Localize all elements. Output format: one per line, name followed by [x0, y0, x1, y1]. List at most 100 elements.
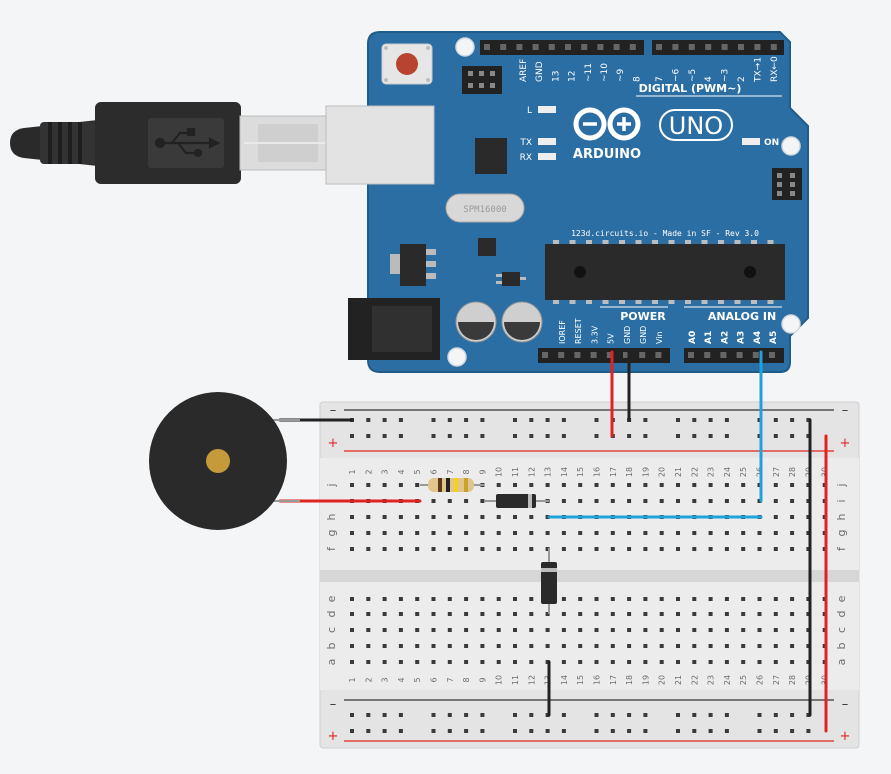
- row-letter: i: [835, 499, 848, 502]
- rail-minus-label: –: [842, 697, 849, 712]
- column-number: 15: [576, 467, 585, 477]
- digital-pin-label: ~10: [600, 63, 610, 82]
- column-number: 17: [609, 675, 618, 685]
- row-letter: h: [835, 513, 848, 520]
- digital-pin-label: RX←0: [770, 56, 780, 82]
- power-pin-label: IOREF: [558, 320, 567, 344]
- column-number: 20: [658, 675, 667, 685]
- column-number: 7: [446, 677, 455, 682]
- column-number: 18: [625, 675, 634, 685]
- column-number: 27: [772, 675, 781, 685]
- column-number: 1: [348, 677, 357, 682]
- analog-pin-label: A1: [704, 331, 714, 344]
- on-led-label: ON: [764, 138, 779, 148]
- piezo-buzzer[interactable]: [149, 392, 300, 530]
- silkscreen-text: 123d.circuits.io - Made in SF - Rev 3.0: [571, 229, 759, 238]
- status-leds: [538, 106, 760, 160]
- column-number: 22: [690, 675, 699, 685]
- on-led: [742, 138, 760, 145]
- diode-vertical[interactable]: [541, 548, 557, 614]
- column-number: 19: [641, 467, 650, 477]
- column-number: 27: [772, 467, 781, 477]
- arduino-uno-board: SPM16000 L T: [325, 31, 809, 373]
- model-badge: [659, 109, 733, 141]
- column-number: 5: [413, 677, 422, 682]
- column-number: 19: [641, 675, 650, 685]
- power-pin-label: 5V: [607, 333, 616, 344]
- usb-chip: [475, 138, 507, 174]
- power-pin-label: 3.3V: [590, 325, 599, 344]
- row-letter: b: [835, 642, 848, 649]
- analog-pin-label: A0: [688, 331, 698, 344]
- digital-header-label: DIGITAL (PWM~): [639, 82, 742, 95]
- analog-pin-label: A2: [720, 331, 730, 344]
- digital-pin-label: TX→1: [753, 57, 763, 83]
- usb-symbol-icon: [154, 127, 221, 158]
- resistor[interactable]: [420, 478, 484, 492]
- rail-plus-label: +: [328, 436, 339, 451]
- power-jack: [348, 298, 440, 360]
- transistor: [496, 272, 526, 286]
- column-number: 14: [560, 467, 569, 477]
- digital-pin-label: 12: [568, 71, 578, 82]
- row-letter: c: [835, 627, 848, 633]
- row-letter: j: [835, 483, 848, 487]
- column-number: 21: [674, 467, 683, 477]
- column-number: 11: [511, 467, 520, 477]
- column-number: 10: [495, 675, 504, 685]
- column-number: 12: [527, 467, 536, 477]
- digital-pin-label: ~9: [616, 68, 626, 82]
- row-letter: g: [325, 530, 338, 537]
- digital-pin-label: 7: [655, 76, 665, 82]
- digital-pin-label: 2: [737, 76, 747, 82]
- column-number: 28: [788, 467, 797, 477]
- digital-pin-label: ~11: [584, 63, 594, 82]
- column-number: 9: [478, 677, 487, 682]
- usb-cable[interactable]: [10, 102, 331, 184]
- column-number: 10: [495, 467, 504, 477]
- power-pin-label: RESET: [574, 318, 583, 344]
- column-number: 4: [397, 469, 406, 474]
- column-number: 4: [397, 677, 406, 682]
- icsp-header-top: [462, 66, 502, 94]
- column-number: 16: [593, 675, 602, 685]
- column-number: 3: [381, 677, 390, 682]
- column-number: 9: [478, 469, 487, 474]
- column-number: 11: [511, 675, 520, 685]
- row-letter: a: [835, 659, 848, 666]
- icsp-header-right: [772, 168, 802, 200]
- analog-header: [684, 348, 784, 363]
- l-led-label: L: [527, 106, 532, 116]
- column-number: 7: [446, 469, 455, 474]
- column-number: 16: [593, 467, 602, 477]
- digital-pin-label: AREF: [519, 59, 529, 82]
- analog-header-label: ANALOG IN: [708, 310, 776, 323]
- row-letter: f: [835, 546, 848, 551]
- reset-button[interactable]: [381, 43, 433, 85]
- small-chip: [478, 238, 496, 256]
- column-number: 15: [576, 675, 585, 685]
- capacitors: [455, 301, 543, 343]
- column-number: 2: [364, 469, 373, 474]
- row-letter: e: [325, 595, 338, 602]
- column-number: 6: [430, 677, 439, 682]
- column-number: 18: [625, 467, 634, 477]
- digital-pin-label: ~6: [671, 68, 681, 82]
- rail-minus-label: –: [330, 697, 337, 712]
- column-number: 3: [381, 469, 390, 474]
- column-number: 26: [756, 675, 765, 685]
- column-number: 23: [707, 467, 716, 477]
- digital-pin-label: 4: [704, 76, 714, 82]
- diode-horizontal[interactable]: [484, 494, 549, 508]
- column-number: 8: [462, 469, 471, 474]
- column-number: 21: [674, 675, 683, 685]
- breadboard: 1122334455667788991010111112121313141415…: [319, 401, 860, 749]
- voltage-regulator: [390, 244, 436, 286]
- mounting-holes: [447, 37, 801, 367]
- model-label: UNO: [669, 112, 723, 140]
- rail-plus-label: +: [840, 729, 851, 744]
- usb-jack: [325, 105, 435, 185]
- power-header: [538, 348, 670, 363]
- row-letter: d: [835, 611, 848, 618]
- digital-pin-label: 13: [551, 71, 561, 82]
